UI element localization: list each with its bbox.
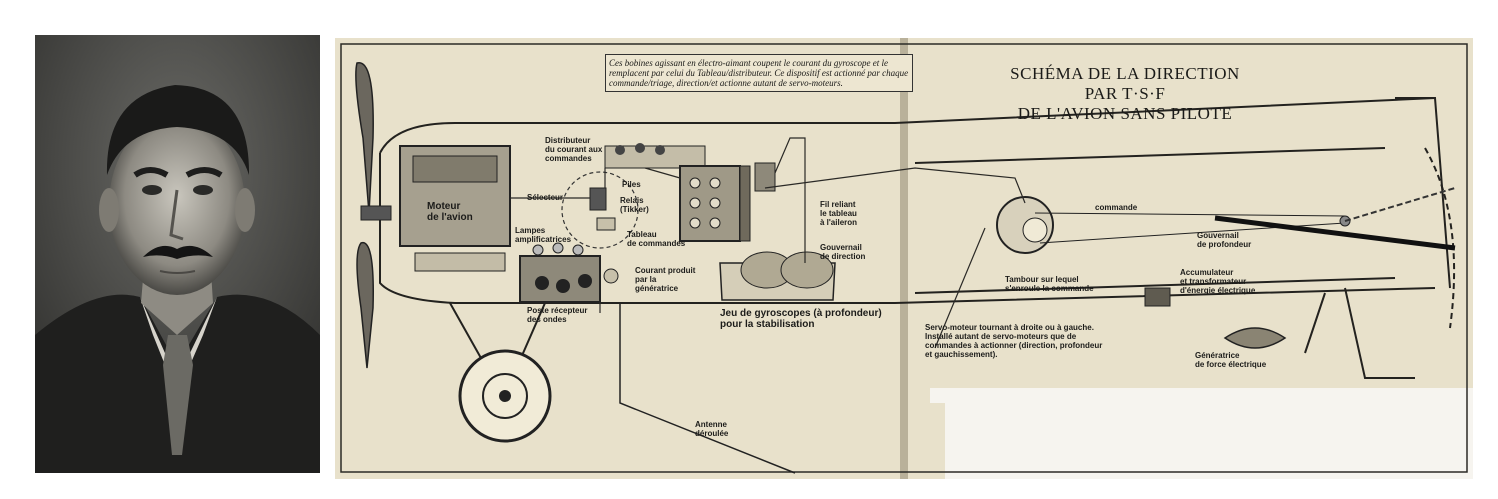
label-generatrice: Génératrice de force électrique — [1195, 351, 1267, 369]
label-servo: Servo-moteur tournant à droite ou à gauc… — [925, 323, 1103, 359]
aircraft-schematic: SCHÉMA DE LA DIRECTION PAR T·S·F DE L'AV… — [335, 38, 1473, 479]
label-distributeur: Distributeur du courant aux commandes — [545, 136, 603, 163]
label-fil-tableau: Fil reliant le tableau à l'aileron — [820, 200, 858, 227]
label-accumulateur: Accumulateur et transformateur d'énergie… — [1180, 268, 1256, 295]
schematic-drawing — [335, 38, 1473, 479]
diagram-title: SCHÉMA DE LA DIRECTION PAR T·S·F DE L'AV… — [1010, 64, 1240, 123]
label-piles: Piles — [622, 180, 641, 189]
label-moteur: Moteur de l'avion — [427, 201, 473, 223]
label-tambour: Tambour sur lequel s'enroule la commande — [1005, 275, 1094, 293]
portrait-drawing — [35, 35, 320, 473]
portrait-photo — [35, 35, 320, 473]
label-poste: Poste récepteur des ondes — [527, 306, 588, 324]
label-lampes: Lampes amplificatrices — [515, 226, 572, 244]
label-gouvernail-direction: Gouvernail de direction — [820, 243, 866, 261]
label-commande: commande — [1095, 203, 1138, 212]
label-tableau: Tableau de commandes — [627, 230, 686, 248]
label-selecteur: Sélecteur — [527, 193, 564, 202]
label-antenne: Antenne déroulée — [695, 420, 729, 438]
coil-note: Ces bobines agissant en électro-aimant c… — [605, 54, 913, 92]
label-relais: Relais (Tikker) — [620, 196, 649, 214]
label-gyroscopes: Jeu de gyroscopes (à profondeur) pour la… — [720, 308, 882, 330]
label-courant: Courant produit par la génératrice — [635, 266, 696, 293]
label-gouvernail-profondeur: Gouvernail de profondeur — [1197, 231, 1252, 249]
